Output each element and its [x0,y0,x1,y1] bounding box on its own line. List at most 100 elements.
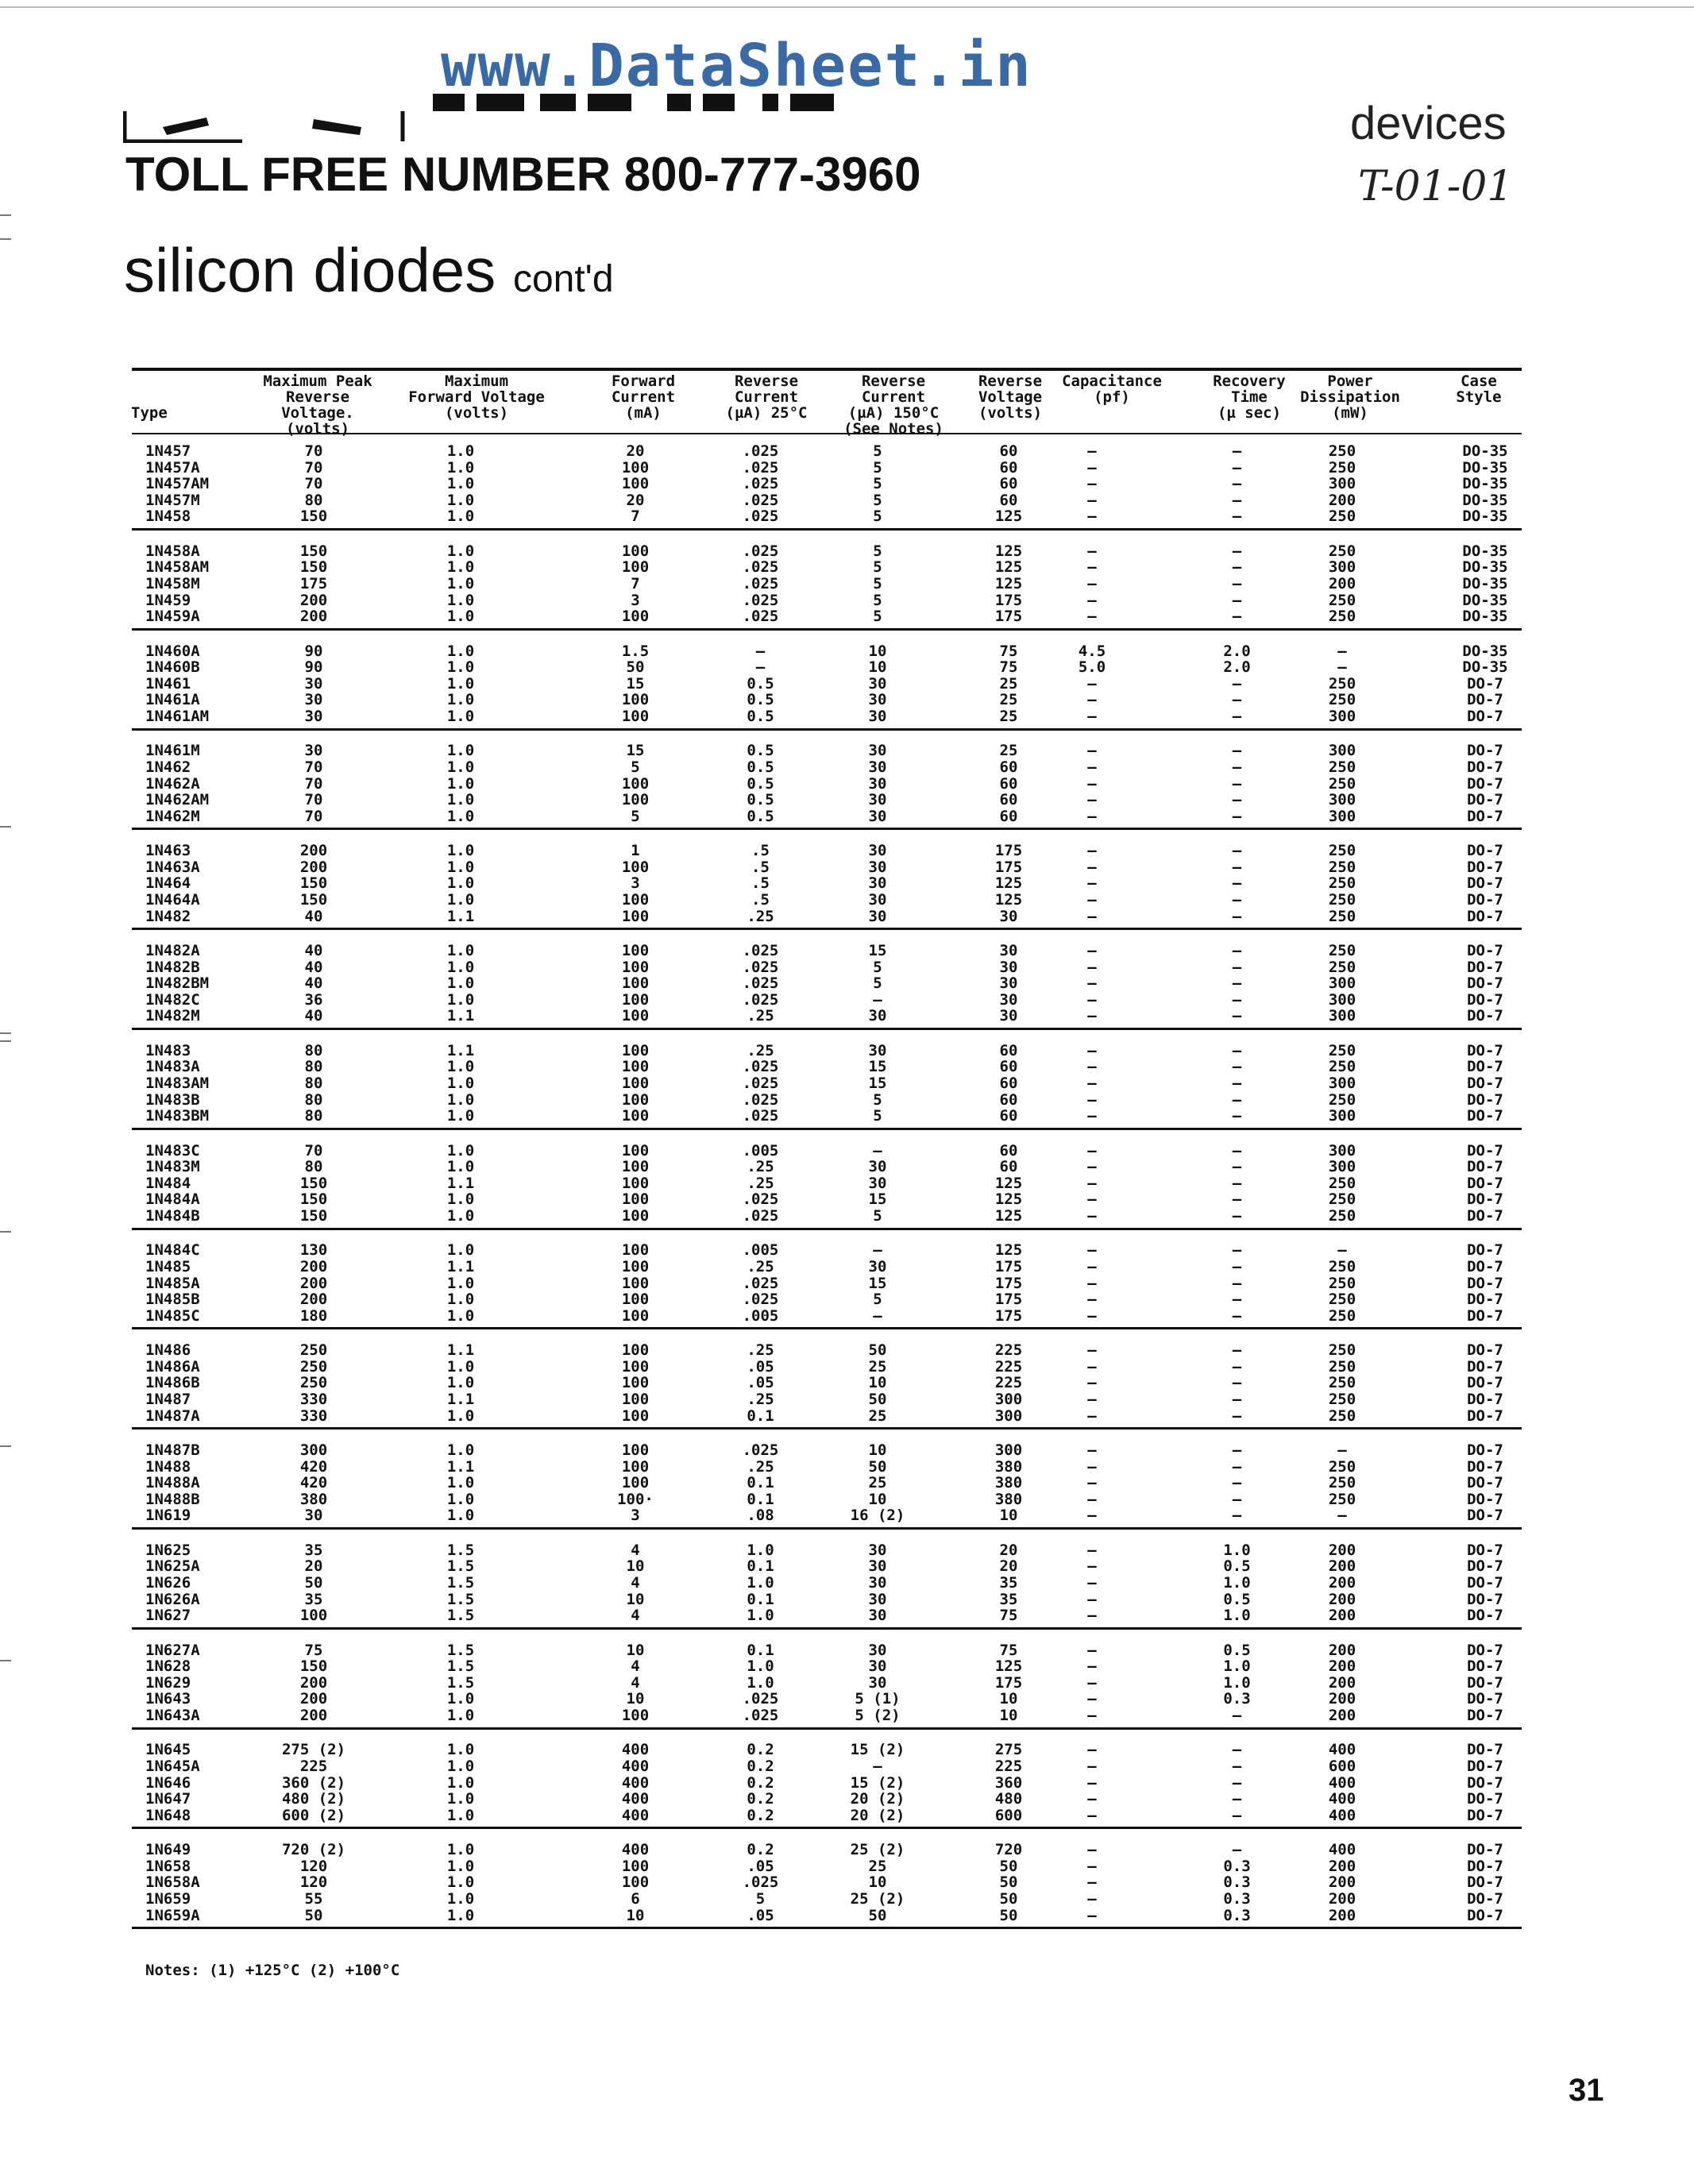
table-cell: 0.2 [747,1790,774,1808]
table-cell: .025 [742,1090,779,1109]
table-cell: — [1087,1291,1097,1309]
group-divider [132,1427,1522,1430]
table-cell: 5 [873,558,882,577]
table-cell: — [1087,958,1097,976]
table-cell: 300 [1328,708,1356,725]
diode-type-cell: 1N463A [145,858,200,876]
diode-type-cell: 1N649 [145,1841,191,1859]
table-cell: — [1087,1690,1097,1708]
table-cell: 200 [1328,1641,1356,1659]
table-cell: 380 [299,1490,328,1508]
table-cell: DO-35 [1462,507,1508,526]
toll-free-number: TOLL FREE NUMBER 800-777-3960 [125,148,921,201]
table-cell: 75 [999,642,1018,660]
table-cell: 0.1 [747,1474,774,1492]
group-divider [132,1927,1522,1930]
table-cell: 175 [994,1306,1023,1325]
table-cell: — [1087,1341,1097,1360]
table-cell: .08 [747,1507,774,1525]
table-cell: DO-7 [1467,1190,1503,1209]
table-cell: .025 [742,974,779,993]
table-cell: — [1087,758,1097,776]
table-cell: 1.0 [446,642,475,660]
table-cell: 5 [873,491,882,509]
table-cell: — [1087,1241,1097,1260]
table-cell: 250 [1328,1357,1356,1376]
table-cell: — [1232,1790,1242,1808]
table-cell: 15 (2) [850,1741,905,1759]
table-cell: 100 [621,1075,650,1092]
table-cell: — [1087,575,1097,592]
table-cell: — [873,990,882,1009]
table-cell: 250 [1328,1274,1356,1292]
table-cell: 1.0 [446,1357,475,1376]
table-cell: 1.1 [446,1391,475,1408]
table-cell: 25 [999,691,1018,709]
table-cell: DO-7 [1467,1690,1503,1708]
table-cell: — [1087,1107,1097,1125]
table-cell: 1.0 [446,1690,475,1708]
table-cell: — [1087,1557,1097,1576]
table-cell: — [873,1241,882,1260]
table-cell: 1.5 [446,1557,475,1576]
table-cell: DO-35 [1462,558,1508,577]
table-cell: DO-7 [1467,1207,1503,1225]
table-cell: 100 [621,1341,650,1360]
table-cell: DO-7 [1467,1058,1503,1076]
table-cell: 1.0 [446,1906,475,1924]
table-cell: 150 [299,1657,328,1676]
table-cell: — [1232,1474,1242,1492]
diode-type-cell: 1N643 [145,1690,191,1708]
table-cell: 5 [873,608,882,626]
table-cell: — [1232,1207,1242,1225]
diode-type-cell: 1N625A [145,1557,200,1576]
table-cell: — [1087,1741,1097,1759]
table-cell: .25 [747,907,774,925]
table-cell: — [1087,1274,1097,1292]
diode-type-cell: 1N488B [145,1490,200,1508]
table-cell: 0.1 [747,1557,774,1576]
table-cell: DO-7 [1467,974,1503,993]
table-cell: 175 [994,1673,1023,1692]
table-cell: — [1232,691,1242,709]
table-cell: .025 [742,958,779,976]
table-cell: 250 [1328,758,1356,776]
table-cell: 90 [304,658,323,677]
table-cell: .025 [742,542,779,560]
table-cell: 100 [621,1357,650,1376]
table-cell: 100 [621,990,650,1009]
table-cell: 1.0 [446,558,475,577]
table-cell: — [1337,1241,1347,1260]
table-cell: 250 [1328,1041,1356,1059]
table-cell: 80 [304,491,323,509]
table-cell: — [1087,608,1097,626]
table-cell: 100 [621,691,650,709]
table-cell: 1.0 [1223,1673,1251,1692]
table-cell: — [1087,1673,1097,1692]
table-cell: — [1087,475,1097,493]
table-cell: .025 [742,608,779,626]
table-cell: — [1087,1657,1097,1676]
table-cell: 200 [1328,1673,1356,1692]
table-cell: — [1087,1174,1097,1192]
table-cell: 400 [621,1790,650,1808]
table-cell: 250 [1328,542,1356,560]
table-cell: 1.0 [446,1058,475,1076]
table-cell: 125 [994,1241,1023,1260]
diode-type-cell: 1N457M [145,491,200,509]
margin-mark [0,214,11,216]
table-cell: 420 [299,1457,328,1476]
table-cell: 0.1 [747,1406,774,1425]
table-cell: 200 [299,842,328,860]
table-cell: 1.0 [446,608,475,626]
table-cell: DO-7 [1467,1657,1503,1676]
table-cell: 1.0 [446,774,475,793]
table-cell: 400 [1328,1773,1356,1792]
table-cell: .025 [742,990,779,1009]
table-cell: 250 [1328,458,1356,477]
table-cell: 1.0 [446,1890,475,1908]
table-cell: — [1087,1507,1097,1525]
table-cell: DO-7 [1467,774,1503,793]
table-cell: DO-7 [1467,1291,1503,1309]
table-cell: 4 [631,1541,640,1559]
